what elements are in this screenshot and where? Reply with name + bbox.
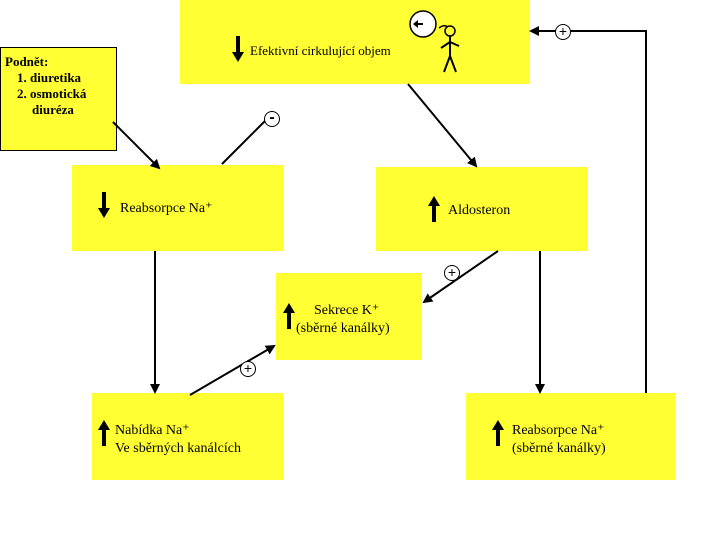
arrow-ecv-to-aldosterone <box>407 83 478 168</box>
node-k-secretion <box>276 273 422 360</box>
label-ecv: Efektivní cirkulující objem <box>250 43 391 58</box>
label-k-secretion-1: Sekrece K⁺ <box>314 303 380 318</box>
arrow-stimulus-to-na-reabsorption <box>112 121 161 170</box>
plus-sign-aldo-k: + <box>444 265 460 281</box>
down-arrow-icon <box>98 192 110 218</box>
minus-sign-ecv-na: - <box>264 110 280 127</box>
up-arrow-icon <box>492 420 504 446</box>
plus-sign-feedback: + <box>555 24 571 40</box>
down-arrow-icon <box>232 36 244 62</box>
stimulus-item-diuresis: diuréza <box>32 102 74 117</box>
label-na-supply-2: Ve sběrných kanálcích <box>115 441 241 456</box>
label-na-supply-1: Nabídka Na⁺ <box>115 423 190 438</box>
label-aldosterone: Aldosteron <box>448 203 511 218</box>
line-ecv-to-na-reabsorption <box>221 117 269 165</box>
label-na-reabsorption-cd-1: Reabsorpce Na⁺ <box>512 423 605 438</box>
clock-icon <box>409 10 437 38</box>
stimulus-box: Podnět: 1. diuretika 2. osmotická diuréz… <box>0 47 117 151</box>
up-arrow-icon <box>428 196 440 222</box>
stimulus-item-diuretics: 1. diuretika <box>17 70 82 85</box>
stimulus-title: Podnět: <box>5 54 49 69</box>
node-aldosterone <box>376 167 588 251</box>
arrow-aldosterone-to-k-secretion <box>422 250 499 304</box>
node-na-reabsorption-cd <box>466 393 675 480</box>
label-k-secretion-2: (sběrné kanálky) <box>296 321 390 336</box>
label-na-reabsorption: Reabsorpce Na⁺ <box>120 201 213 216</box>
plus-sign-supply-k: + <box>240 361 256 377</box>
running-figure-icon <box>438 24 460 73</box>
stimulus-item-osmotic: 2. osmotická <box>17 86 87 101</box>
arrow-na-supply-to-k-secretion <box>189 344 276 396</box>
arrow-feedback-loop <box>529 26 647 393</box>
up-arrow-icon <box>283 303 295 329</box>
up-arrow-icon <box>98 420 110 446</box>
label-na-reabsorption-cd-2: (sběrné kanálky) <box>512 441 606 456</box>
node-na-supply <box>92 393 283 480</box>
